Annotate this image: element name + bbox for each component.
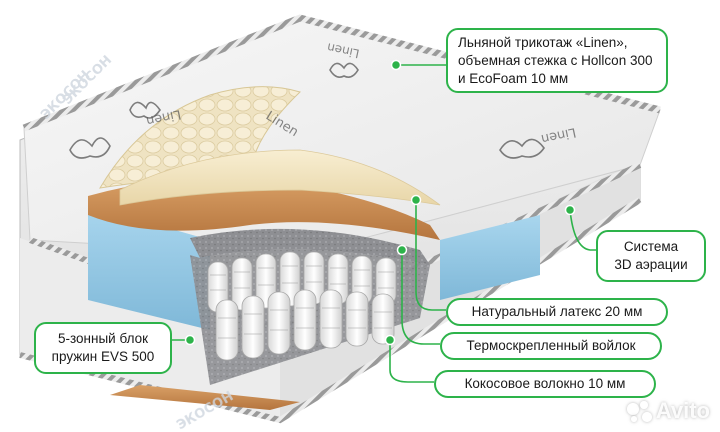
callout-aeration-line-1: Система xyxy=(623,239,679,254)
callout-felt: Термоскрепленный войлок xyxy=(440,332,662,360)
cutaway-foam-edge xyxy=(88,205,540,330)
callout-linen-line-1: Льняной трикотаж «Linen», xyxy=(458,35,628,50)
avito-logo-icon xyxy=(626,401,653,423)
callout-springs: 5-зонный блок пружин EVS 500 xyxy=(34,322,172,374)
callout-coconut: Кокосовое волокно 10 мм xyxy=(434,370,656,398)
avito-logo-text: Avito xyxy=(655,398,710,423)
callout-linen-line-3: и EcoFoam 10 мм xyxy=(458,70,569,86)
brand-text-2: Linen xyxy=(145,106,183,128)
avito-watermark: Avito xyxy=(626,398,710,424)
callout-springs-line-1: 5-зонный блок xyxy=(57,331,149,346)
leader-dots xyxy=(184,59,576,346)
callout-springs-line-2: пружин EVS 500 xyxy=(51,348,155,364)
brand-text-4: Linen xyxy=(540,124,578,146)
cutaway-latex-layer xyxy=(119,149,441,206)
brand-text-1: Linen xyxy=(326,40,361,60)
callout-aeration-line-2: 3D аэрации xyxy=(614,256,688,272)
leader-lines xyxy=(172,64,596,383)
callout-linen-line-2: объемная стежка с Hollcon 300 xyxy=(458,52,653,68)
spring-block xyxy=(207,251,397,361)
callout-linen-cover: Льняной трикотаж «Linen», объемная стежк… xyxy=(446,28,668,94)
callout-aeration: Система 3D аэрации xyxy=(596,230,706,282)
callout-latex: Натуральный латекс 20 мм xyxy=(446,298,668,326)
